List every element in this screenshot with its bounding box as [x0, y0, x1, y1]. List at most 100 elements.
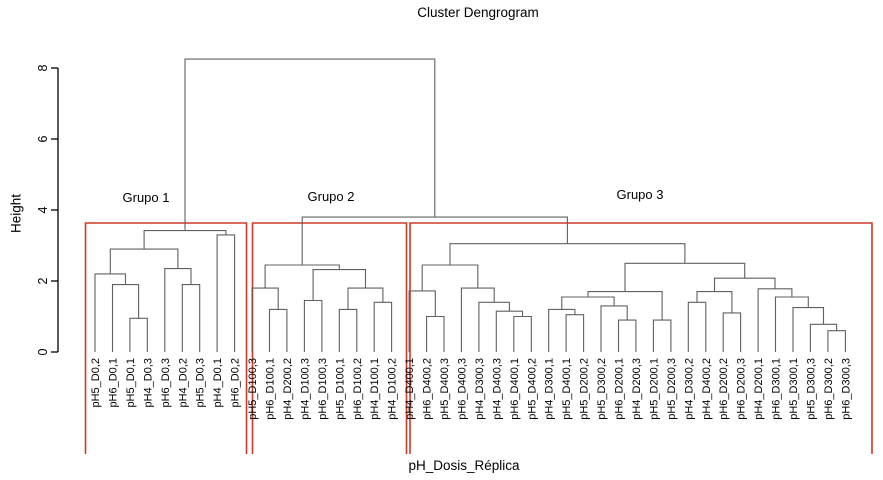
merge-link [561, 296, 615, 310]
leaf-label: pH6_D100,1 [265, 358, 277, 420]
merge-link [264, 264, 340, 289]
leaf-label: pH6_D0,2 [230, 358, 242, 408]
cluster-box [84, 222, 248, 454]
y-axis-label: Height [8, 193, 24, 234]
leaf-label: pH6_D100,2 [352, 358, 364, 420]
leaf-label: pH4_D100,3 [299, 358, 311, 420]
merge-link [624, 262, 746, 292]
merge-link [129, 317, 148, 352]
leaf-labels: pH5_D0,2 pH6_D0,1 pH5_D0,1 pH4_D0,3 pH6_D0,3… [90, 358, 852, 420]
leaf-label: pH4_D300,3 [474, 358, 486, 420]
leaf-label: pH5_D0,3 [195, 358, 207, 408]
leaf-label: pH6_D400,3 [456, 358, 468, 420]
leaf-label: pH6_D300,3 [840, 358, 852, 420]
y-tick-label: 6 [36, 135, 50, 142]
merge-link [408, 290, 436, 352]
merge-link [373, 301, 393, 352]
leaf-label: pH6_D0,1 [107, 358, 119, 408]
merge-link [303, 299, 323, 352]
merge-link [478, 301, 510, 352]
leaf-label: pH6_D400,1 [509, 358, 521, 420]
merge-link [617, 319, 637, 352]
merge-link [722, 312, 742, 352]
leaf-label: pH5_D300,2 [596, 358, 608, 420]
merge-link [338, 308, 358, 352]
leaf-label: pH5_D400,3 [439, 358, 451, 420]
group-label-1: Grupo 1 [122, 190, 170, 205]
leaf-label: pH4_D200,3 [631, 358, 643, 420]
leaf-label: pH4_D200,2 [282, 358, 294, 420]
merge-link [312, 269, 367, 301]
merge-link [565, 314, 585, 352]
leaf-label: pH4_D100,1 [369, 358, 381, 420]
cluster-box [409, 222, 873, 454]
leaf-label: pH4_D300,2 [683, 358, 695, 420]
leaf-label: pH5_D100,1 [334, 358, 346, 420]
merge-link [268, 308, 288, 352]
leaf-label: pH6_D200,2 [718, 358, 730, 420]
leaf-label: pH4_D100,2 [387, 358, 399, 420]
leaf-label: pH6_D200,3 [736, 358, 748, 420]
leaf-label: pH5_D0,2 [90, 358, 102, 408]
x-axis-label: pH_Dosis_Réplica [408, 458, 520, 473]
merge-link [774, 296, 809, 352]
merge-link [164, 268, 192, 352]
merge-link [548, 308, 576, 352]
merge-link [143, 230, 227, 250]
chart-title: Cluster Dengrogram [417, 5, 539, 20]
leaf-label: pH5_D300,1 [788, 358, 800, 420]
dendrogram-tree [94, 58, 846, 352]
merge-link [301, 216, 568, 265]
leaf-label: pH4_D200,1 [753, 358, 765, 420]
leaf-label: pH4_D400,3 [491, 358, 503, 420]
leaf-label: pH4_D400,1 [404, 358, 416, 420]
merge-link [460, 287, 495, 352]
merge-link [809, 323, 838, 352]
leaf-label: pH6_D300,2 [823, 358, 835, 420]
leaf-label: pH5_D400,1 [561, 358, 573, 420]
merge-link [421, 264, 479, 291]
leaf-label: pH6_D0,3 [160, 358, 172, 408]
merge-link [713, 277, 776, 292]
leaf-label: pH4_D300,1 [544, 358, 556, 420]
leaf-label: pH6_D200,1 [614, 358, 626, 420]
leaf-label: pH5_D100,3 [247, 358, 259, 420]
merge-link [347, 287, 384, 310]
leaf-label: pH5_D400,2 [526, 358, 538, 420]
merge-link [216, 234, 236, 352]
leaf-label: pH5_D200,1 [648, 358, 660, 420]
leaf-label: pH5_D0,1 [125, 358, 137, 408]
merge-link [449, 243, 686, 265]
leaf-label: pH6_D300,1 [771, 358, 783, 420]
merge-link [687, 301, 707, 352]
merge-link [181, 284, 201, 352]
y-tick-label: 2 [36, 277, 50, 284]
merge-link [109, 248, 179, 274]
leaf-label: pH4_D0,2 [177, 358, 189, 408]
leaf-label: pH6_D100,3 [317, 358, 329, 420]
leaf-label: pH4_D0,3 [142, 358, 154, 408]
y-tick-label: 8 [36, 64, 50, 71]
merge-link [513, 315, 532, 352]
merge-link [495, 310, 524, 352]
y-tick-label: 4 [36, 206, 50, 213]
merge-link [426, 315, 445, 352]
merge-link [652, 319, 672, 352]
leaf-label: pH5_D200,3 [666, 358, 678, 420]
merge-link [251, 287, 279, 352]
merge-link [792, 307, 825, 352]
leaf-label: pH4_D0,1 [212, 358, 224, 408]
group-label-3: Grupo 3 [616, 187, 664, 202]
merge-link [94, 273, 127, 352]
merge-link [827, 330, 846, 352]
leaf-label: pH5_D200,2 [579, 358, 591, 420]
leaf-label: pH5_D300,3 [805, 358, 817, 420]
leaf-label: pH6_D400,2 [422, 358, 434, 420]
merge-link [600, 305, 628, 352]
y-tick-label: 0 [36, 348, 50, 355]
merge-link [184, 58, 436, 231]
group-label-2: Grupo 2 [307, 189, 355, 204]
y-axis: 0 2 4 6 8 [36, 64, 59, 355]
